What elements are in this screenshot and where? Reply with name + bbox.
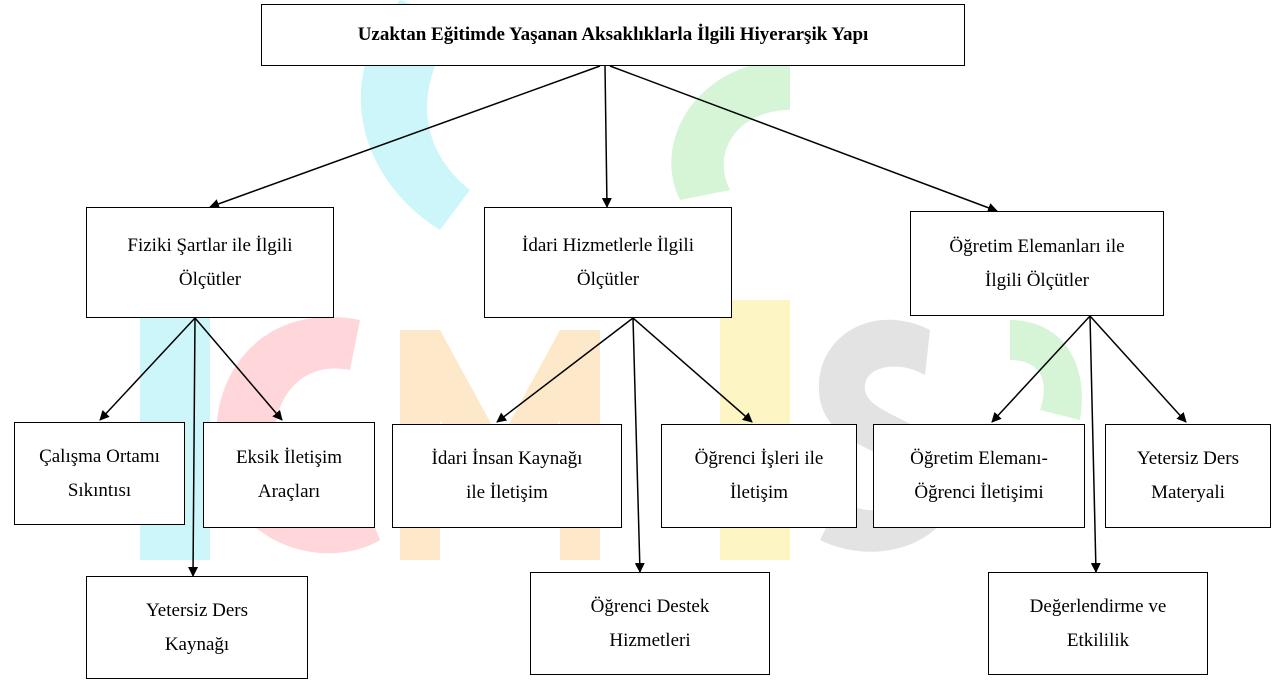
- category-label-fiziki: Fiziki Şartlar ile İlgili Ölçütler: [127, 234, 293, 290]
- category-label-idari: İdari Hizmetlerle İlgili Ölçütler: [522, 234, 694, 290]
- category-label-ogretim: Öğretim Elemanları ile İlgili Ölçütler: [949, 235, 1125, 291]
- leaf-label-yetersiz-kaynak: Yetersiz Ders Kaynağı: [145, 599, 249, 655]
- leaf-node-eksik: Eksik İletişim Araçları: [203, 422, 375, 528]
- arrow-ogretim-to-degerlendirme: [1089, 315, 1101, 573]
- leaf-label-ogrenci-isleri: Öğrenci İşleri ile İletişim: [694, 448, 824, 503]
- leaf-node-destek: Öğrenci Destek Hizmetleri: [530, 572, 770, 675]
- arrow-root-to-ogretim: [609, 65, 998, 213]
- category-node-fiziki: Fiziki Şartlar ile İlgili Ölçütler: [86, 207, 334, 318]
- leaf-label-calisma: Çalışma Ortamı Sıkıntısı: [39, 445, 160, 501]
- leaf-node-insan: İdari İnsan Kaynağı ile İletişim: [392, 424, 622, 528]
- leaf-label-materyal: Yetersiz Ders Materyali: [1136, 448, 1240, 503]
- category-node-idari: İdari Hizmetlerle İlgili Ölçütler: [484, 207, 732, 318]
- leaf-label-eleman-iletisim: Öğretim Elemanı- Öğrenci İletişimi: [910, 448, 1048, 503]
- root-node-label: Uzaktan Eğitimde Yaşanan Aksaklıklarla İ…: [357, 24, 869, 45]
- arrow-idari-to-ogrenci-isleri: [632, 317, 753, 423]
- arrow-root-to-idari: [601, 65, 612, 208]
- arrow-fiziki-to-calisma: [99, 317, 196, 421]
- leaf-node-degerlendirme: Değerlendirme ve Etkililik: [988, 572, 1208, 675]
- leaf-label-destek: Öğrenci Destek Hizmetleri: [590, 595, 710, 651]
- leaf-node-yetersiz-kaynak: Yetersiz Ders Kaynağı: [86, 576, 308, 679]
- arrow-idari-to-insan: [496, 317, 634, 423]
- leaf-label-eksik: Eksik İletişim Araçları: [235, 447, 343, 502]
- category-node-ogretim: Öğretim Elemanları ile İlgili Ölçütler: [910, 211, 1164, 316]
- leaf-node-calisma: Çalışma Ortamı Sıkıntısı: [14, 422, 185, 525]
- leaf-node-materyal: Yetersiz Ders Materyali: [1105, 424, 1271, 528]
- leaf-node-ogrenci-isleri: Öğrenci İşleri ile İletişim: [661, 424, 857, 528]
- arrow-fiziki-to-yetersiz-kaynak: [188, 317, 199, 577]
- arrow-ogretim-to-materyal: [1089, 315, 1187, 423]
- leaf-label-insan: İdari İnsan Kaynağı ile İletişim: [431, 448, 583, 503]
- leaf-label-degerlendirme: Değerlendirme ve Etkililik: [1029, 595, 1167, 651]
- arrow-root-to-fiziki: [209, 65, 601, 209]
- arrow-ogretim-to-eleman-iletisim: [991, 315, 1091, 423]
- leaf-node-eleman-iletisim: Öğretim Elemanı- Öğrenci İletişimi: [873, 424, 1085, 528]
- root-node: Uzaktan Eğitimde Yaşanan Aksaklıklarla İ…: [261, 4, 965, 66]
- arrow-fiziki-to-eksik: [194, 317, 283, 421]
- arrow-idari-to-destek: [632, 317, 645, 573]
